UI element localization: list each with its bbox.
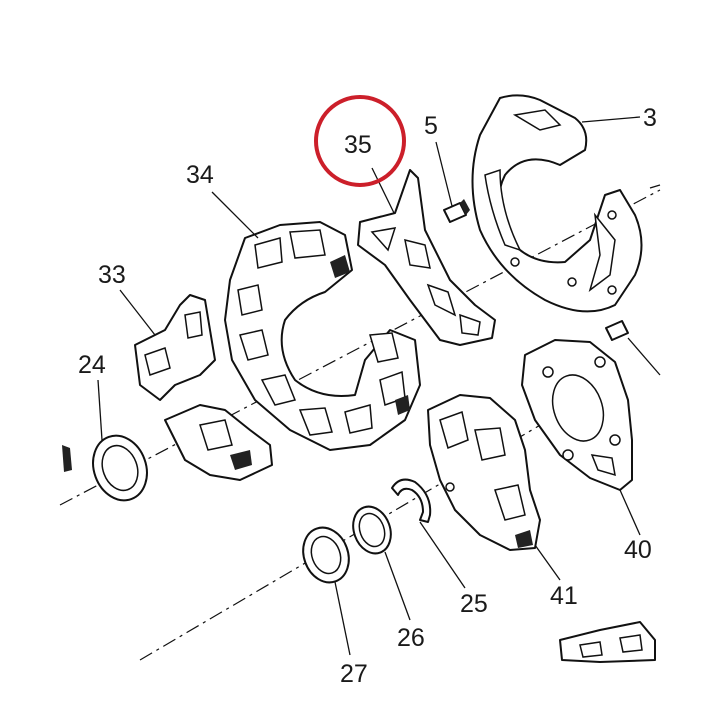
part-3-back-plate[interactable]: [471, 94, 643, 313]
highlight-circle: [314, 95, 406, 187]
label-part-25: 25: [460, 590, 488, 618]
part-27-bearing[interactable]: [296, 521, 356, 589]
part-labels: 3 5 35 34 33 24 40 41 25 26 27: [78, 104, 657, 688]
center-axes: [59, 189, 661, 661]
label-part-40: 40: [624, 536, 652, 564]
label-part-34: 34: [186, 161, 214, 189]
label-part-24: 24: [78, 351, 106, 379]
label-part-35: 35: [344, 131, 372, 159]
part-5-screw[interactable]: [443, 199, 470, 223]
leader-lines: [97, 116, 661, 656]
part-40-flange-plate[interactable]: [521, 339, 633, 491]
label-part-5: 5: [424, 112, 438, 140]
part-41-coupling-jaw[interactable]: [427, 394, 541, 551]
label-part-33: 33: [98, 261, 126, 289]
label-part-3: 3: [643, 104, 657, 132]
label-part-27: 27: [340, 660, 368, 688]
label-part-41: 41: [550, 582, 578, 610]
part-26-washer[interactable]: [347, 501, 397, 558]
part-screw-lower[interactable]: [605, 320, 629, 341]
label-part-26: 26: [397, 624, 425, 652]
part-25-snap-ring[interactable]: [391, 478, 432, 523]
part-35-plate[interactable]: [357, 169, 496, 346]
part-24-seal-ring[interactable]: [62, 428, 156, 508]
part-bottom-right-partial: [559, 621, 656, 663]
part-33-hub[interactable]: [134, 294, 273, 481]
part-34-elastomer-ring[interactable]: [224, 221, 421, 451]
